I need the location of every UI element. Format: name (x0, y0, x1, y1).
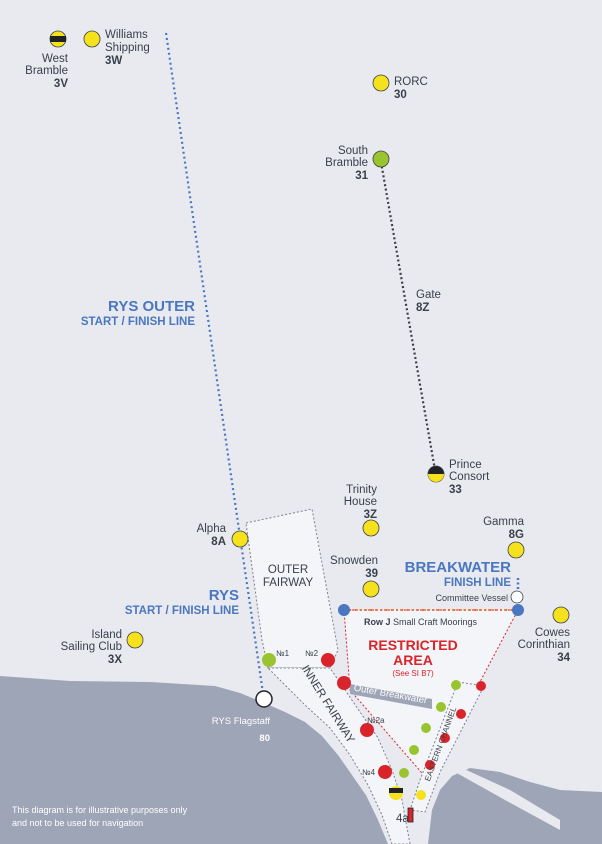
mark-no4 (378, 765, 392, 779)
label-breakwater-sub: FINISH LINE (444, 577, 511, 589)
label-rorc: RORC (394, 76, 428, 88)
rys-outer-line (164, 32, 265, 694)
label-committee-vessel: Committee Vessel (435, 593, 508, 603)
mark-ec-r4 (425, 760, 435, 770)
mark-ec-r2 (456, 709, 466, 719)
label-rys-outer-sub: START / FINISH LINE (81, 316, 195, 328)
disclaimer-line1: This diagram is for illustrative purpose… (12, 805, 188, 815)
land-east-jetty (455, 768, 560, 830)
label-no1: №1 (276, 649, 290, 658)
label-west-bramble-code: 3V (54, 78, 68, 90)
buoy-rys-flagstaff (255, 690, 273, 708)
label-prince-consort-2: Consort (449, 471, 490, 483)
mark-no1 (262, 653, 276, 667)
label-williams-2: Shipping (105, 42, 150, 54)
label-rorc-code: 30 (394, 89, 407, 101)
label-outer-fairway-2: FAIRWAY (263, 577, 314, 589)
buoy-cowes-corinthian (552, 606, 570, 624)
label-trinity-2: House (344, 496, 377, 508)
label-south-bramble-2: Bramble (325, 157, 368, 169)
label-west-bramble-1: West (42, 53, 69, 65)
label-no2: №2 (305, 649, 319, 658)
label-snowden-code: 39 (365, 568, 378, 580)
mark-cardinal (389, 786, 403, 800)
mark-ec-g1 (451, 680, 461, 690)
mark-no2a (360, 723, 374, 737)
label-snowden: Snowden (330, 555, 378, 567)
buoy-rorc (372, 74, 390, 92)
label-row-j: Row J Small Craft Moorings (364, 617, 478, 627)
disclaimer-line2: and not to be used for navigation (12, 818, 143, 828)
label-south-bramble-code: 31 (355, 170, 368, 182)
buoy-prince-consort (427, 465, 445, 483)
label-rys-flagstaff-code: 80 (259, 733, 270, 744)
label-gate-code: 8Z (416, 302, 429, 314)
mark-4a (407, 807, 414, 823)
label-trinity-code: 3Z (364, 509, 377, 521)
label-rys-flagstaff: RYS Flagstaff (212, 716, 271, 727)
label-cowes-corinthian-2: Corinthian (518, 639, 570, 651)
label-south-bramble-1: South (338, 145, 368, 157)
label-gamma-code: 8G (509, 529, 524, 541)
mark-ec-g2 (436, 702, 446, 712)
label-prince-consort-1: Prince (449, 459, 482, 471)
label-restricted-1: RESTRICTED (368, 637, 457, 653)
outer-breakwater (350, 684, 432, 709)
label-restricted-2: AREA (393, 652, 433, 668)
label-no2a: №2a (367, 716, 385, 725)
label-restricted-note: (See SI B7) (392, 669, 434, 678)
label-alpha-code: 8A (211, 536, 226, 548)
label-cowes-corinthian-code: 34 (557, 652, 570, 664)
buoy-snowden (362, 580, 380, 598)
label-island-sailing-2: Sailing Club (61, 641, 122, 653)
mark-ec-g4 (409, 745, 419, 755)
label-gate: Gate (416, 289, 441, 301)
outer-fairway-area (245, 508, 339, 669)
label-gamma: Gamma (483, 516, 525, 528)
buoy-alpha (231, 530, 249, 548)
label-outer-fairway-1: OUTER (268, 564, 308, 576)
label-island-sailing-code: 3X (108, 654, 122, 666)
buoy-west-bramble (49, 30, 67, 48)
label-cowes-corinthian-1: Cowes (535, 627, 570, 639)
mark-committee-vessel (510, 590, 524, 604)
mark-no2 (321, 653, 335, 667)
mark-ec-r3 (440, 733, 450, 743)
label-alpha: Alpha (197, 523, 227, 535)
label-rys-outer-title: RYS OUTER (108, 298, 195, 315)
label-4a: 4a (396, 813, 409, 825)
label-island-sailing-1: Island (91, 629, 122, 641)
buoy-trinity-house (362, 519, 380, 537)
mark-ec-g5 (399, 768, 409, 778)
label-breakwater-title: BREAKWATER (405, 559, 512, 576)
buoy-gamma (507, 541, 525, 559)
mark-red-a (337, 676, 351, 690)
label-no4: №4 (362, 768, 376, 777)
buoy-williams (83, 30, 101, 48)
label-williams-1: Williams (105, 29, 148, 41)
mark-ec-r1 (476, 681, 486, 691)
mark-row-j-east (512, 604, 524, 616)
mark-ec-y (416, 790, 426, 800)
land-west-shore (0, 676, 390, 844)
mark-ec-g3 (421, 723, 431, 733)
label-rys-sub: START / FINISH LINE (125, 605, 239, 617)
mark-row-j-west (338, 604, 350, 616)
label-rys-title: RYS (209, 587, 239, 604)
buoy-island-sailing (126, 631, 144, 649)
inner-fairway-area (266, 667, 411, 844)
label-williams-code: 3W (105, 55, 122, 67)
label-trinity-1: Trinity (346, 484, 377, 496)
label-prince-consort-code: 33 (449, 484, 462, 496)
label-west-bramble-2: Bramble (25, 65, 68, 77)
buoy-south-bramble (372, 150, 390, 168)
